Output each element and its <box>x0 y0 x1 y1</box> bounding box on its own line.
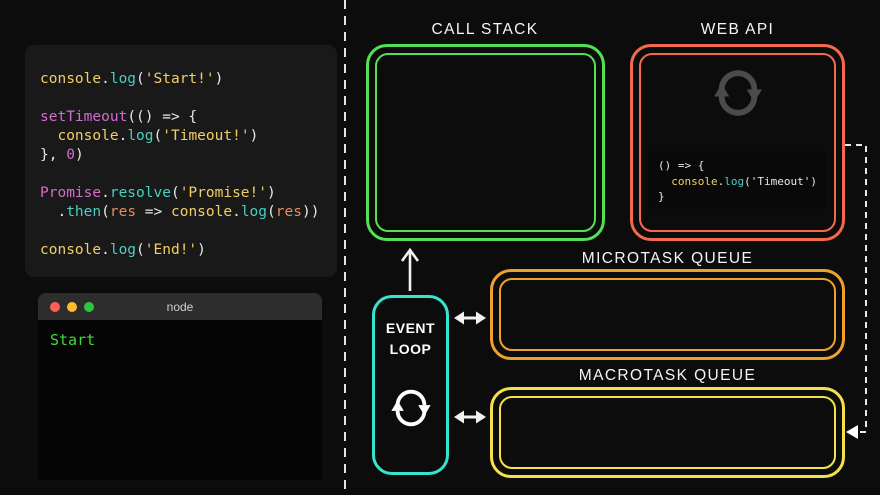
microtask-queue-title: MICROTASK QUEUE <box>581 250 754 267</box>
terminal-window: node Start <box>38 293 322 480</box>
code-line <box>40 222 329 241</box>
web-api-box: () => { console.log('Timeout')} <box>630 44 845 241</box>
microtask-queue-box <box>490 269 845 360</box>
event-loop-box: EVENT LOOP <box>372 295 449 475</box>
up-arrow-icon <box>400 247 420 291</box>
terminal-output: Start <box>38 320 322 480</box>
code-line: .then(res => console.log(res)) <box>40 204 320 220</box>
web-api-callback-code: () => { console.log('Timeout')} <box>648 151 827 209</box>
code-line: () => { <box>658 159 705 172</box>
code-line: }, 0) <box>40 147 84 163</box>
maximize-button-icon[interactable] <box>84 301 94 312</box>
dashed-connector-arrow <box>845 144 867 439</box>
code-line: console.log('Timeout!') <box>57 128 259 144</box>
call-stack-box <box>366 44 605 241</box>
call-stack-title: CALL STACK <box>431 21 539 38</box>
microtask-queue-inner <box>499 278 836 351</box>
web-api-inner: () => { console.log('Timeout')} <box>639 53 836 232</box>
macrotask-queue-title: MACROTASK QUEUE <box>578 367 757 384</box>
code-line: } <box>658 190 665 203</box>
dashed-divider <box>344 0 346 495</box>
double-arrow-icon <box>454 311 486 325</box>
code-line: Promise.resolve('Promise!') <box>40 185 276 201</box>
minimize-button-icon[interactable] <box>67 301 77 312</box>
web-api-title: WEB API <box>700 21 775 38</box>
refresh-icon <box>713 70 762 116</box>
close-button-icon[interactable] <box>50 301 60 312</box>
terminal-titlebar: node <box>38 293 322 320</box>
code-line: console.log('Timeout') <box>671 174 817 188</box>
call-stack-inner <box>375 53 596 232</box>
double-arrow-icon <box>454 410 486 424</box>
refresh-icon <box>390 389 431 427</box>
editor-code: console.log('Start!') setTimeout(() => {… <box>40 70 329 260</box>
code-line: console.log('Start!') <box>40 71 224 87</box>
code-line <box>40 165 329 184</box>
macrotask-queue-box <box>490 387 845 478</box>
macrotask-queue-inner <box>499 396 836 469</box>
code-line: console.log('End!') <box>40 242 206 258</box>
terminal-output-line: Start <box>50 331 96 349</box>
code-editor-panel: console.log('Start!') setTimeout(() => {… <box>25 45 337 277</box>
code-line <box>40 89 329 108</box>
event-loop-label: EVENT LOOP <box>385 320 436 357</box>
code-line: setTimeout(() => { <box>40 109 198 125</box>
terminal-title: node <box>166 299 194 314</box>
